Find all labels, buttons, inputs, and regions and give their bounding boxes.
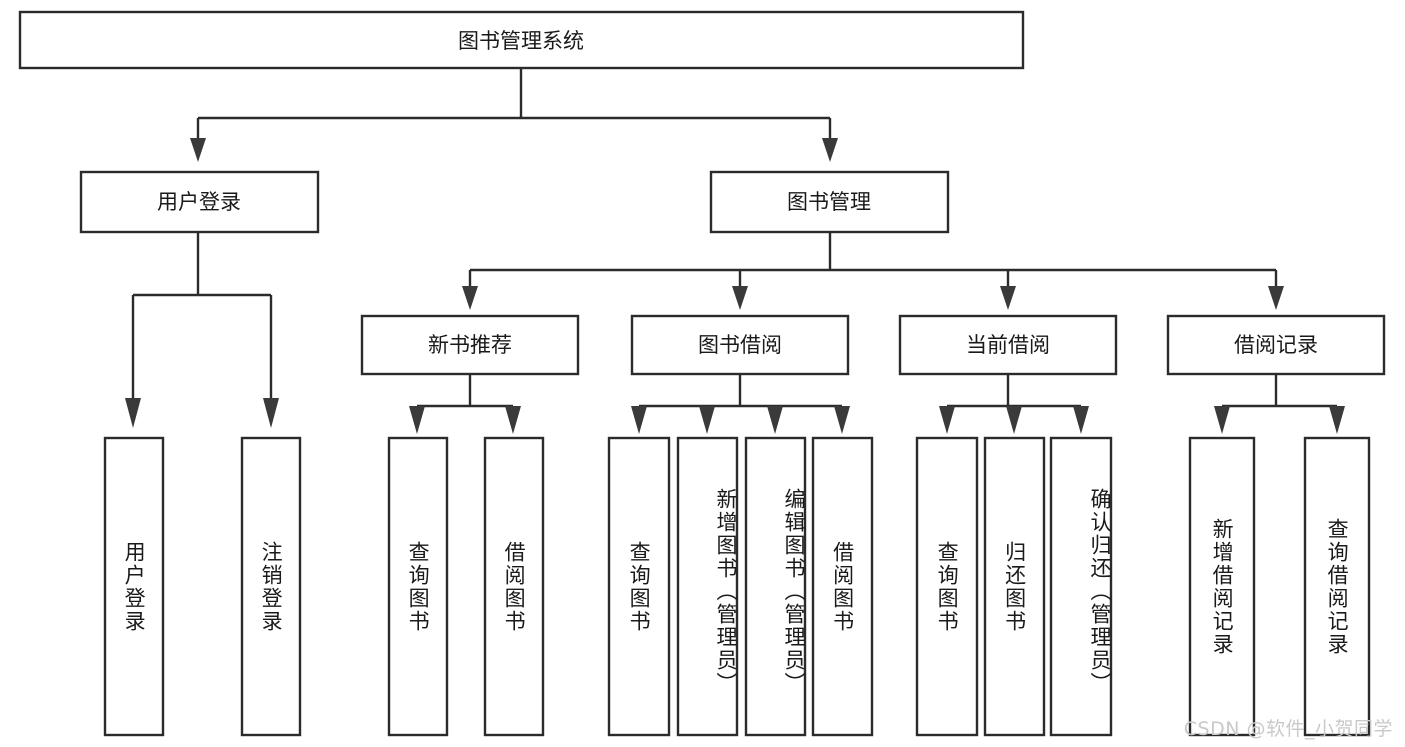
arrowhead-leaf-add-record (1214, 406, 1230, 434)
arrowhead-leaf-confirm-return (1073, 406, 1089, 434)
node-book-manage-box[interactable] (709, 170, 950, 234)
node-user-login-label: 用户登录 (157, 190, 241, 214)
node-leaf-query-book-3-box[interactable] (915, 436, 979, 737)
connector-group-newbookrec (409, 374, 521, 434)
arrowhead-leaf-borrow-book-1 (505, 406, 521, 434)
node-leaf-edit-book-box[interactable] (744, 436, 807, 737)
node-current-borrow-label: 当前借阅 (966, 333, 1050, 357)
node-user-login-box[interactable] (79, 170, 320, 234)
arrowhead-borrowrecord (1268, 286, 1284, 310)
arrowhead-leaf-user-login (125, 398, 141, 428)
node-leaf-query-record-box[interactable] (1303, 436, 1371, 737)
connector-group-userlogin (125, 232, 279, 428)
arrowhead-leaf-query-book-2 (631, 406, 647, 434)
node-book-borrow-label: 图书借阅 (698, 333, 782, 357)
node-new-book-rec-box[interactable] (360, 314, 580, 376)
connector-group-bookmanage (462, 232, 1284, 310)
node-root-label: 图书管理系统 (458, 29, 584, 53)
node-leaf-confirm-return-box[interactable] (1049, 436, 1113, 737)
node-leaf-add-book-box[interactable] (676, 436, 739, 737)
connector-group-currentborrow (939, 374, 1089, 434)
arrowhead-currentborrow (1000, 286, 1016, 310)
node-current-borrow[interactable]: 当前借阅 (898, 314, 1118, 376)
connector-group-bookborrow (631, 374, 850, 434)
node-borrow-record[interactable]: 借阅记录 (1166, 314, 1386, 376)
node-new-book-rec[interactable]: 新书推荐 (360, 314, 580, 376)
node-leaf-query-book-2-box[interactable] (607, 436, 671, 737)
node-leaf-borrow-book-1-box[interactable] (483, 436, 545, 737)
arrowhead-newbookrec (462, 286, 478, 310)
node-book-borrow-box[interactable] (630, 314, 850, 376)
node-root-box[interactable] (18, 10, 1025, 70)
connector-group-borrowrecord (1214, 374, 1345, 434)
node-leaf-return-book-box[interactable] (983, 436, 1046, 737)
arrowhead-leaf-query-record (1329, 406, 1345, 434)
node-current-borrow-box[interactable] (898, 314, 1118, 376)
arrowhead-userlogin (190, 138, 206, 162)
node-borrow-record-label: 借阅记录 (1234, 333, 1318, 357)
arrowhead-leaf-borrow-book-2 (834, 406, 850, 434)
node-leaf-query-book-1-box[interactable] (387, 436, 449, 737)
node-leaf-add-record-box[interactable] (1188, 436, 1256, 737)
arrowhead-leaf-query-book-3 (939, 406, 955, 434)
node-book-manage[interactable]: 图书管理 (709, 170, 950, 234)
node-borrow-record-box[interactable] (1166, 314, 1386, 376)
node-leaf-user-login-box[interactable] (103, 436, 165, 737)
arrowhead-leaf-query-book-1 (409, 406, 425, 434)
node-user-login[interactable]: 用户登录 (79, 170, 320, 234)
connector-group-root (190, 68, 838, 162)
arrowhead-leaf-edit-book (767, 406, 783, 434)
node-book-manage-label: 图书管理 (787, 190, 871, 214)
arrowhead-leaf-add-book (699, 406, 715, 434)
node-leaf-borrow-book-2-box[interactable] (811, 436, 874, 737)
node-root[interactable]: 图书管理系统 (18, 10, 1025, 70)
arrowhead-bookborrow (732, 286, 748, 310)
arrowhead-bookmanage (822, 138, 838, 162)
node-new-book-rec-label: 新书推荐 (428, 333, 512, 357)
leaf-boxes (103, 436, 1371, 737)
node-leaf-logout-box[interactable] (240, 436, 302, 737)
arrowhead-leaf-return-book (1006, 406, 1022, 434)
csdn-watermark: CSDN @软件_小贺同学 (1183, 718, 1393, 740)
arrowhead-leaf-logout (263, 398, 279, 428)
node-book-borrow[interactable]: 图书借阅 (630, 314, 850, 376)
